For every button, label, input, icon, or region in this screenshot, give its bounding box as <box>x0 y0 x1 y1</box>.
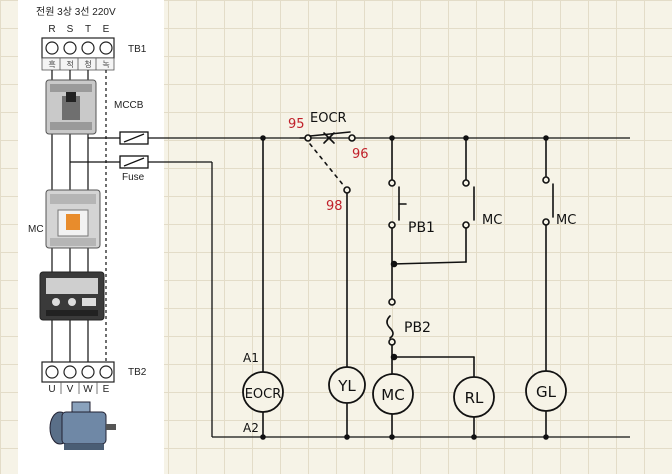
phase-labels: R S T E <box>48 24 109 35</box>
a1-label: A1 <box>243 351 259 365</box>
eocr-relay-image <box>39 271 105 321</box>
tb2-terminal-block <box>41 361 115 394</box>
contact-95-label: 95 <box>288 117 305 132</box>
tb1-label: TB1 <box>128 44 147 55</box>
yl-lamp-label: YL <box>337 377 356 395</box>
terminal-label-v: V <box>67 384 74 395</box>
mc-contact-label-1: MC <box>482 213 502 228</box>
yl-lamp <box>328 366 366 404</box>
wire-color-black: 흑 <box>48 59 55 69</box>
phase-label-r: R <box>48 24 55 35</box>
contact-98-label: 98 <box>326 199 343 214</box>
fuse-section <box>70 131 630 438</box>
terminal-label-u: U <box>48 384 55 395</box>
gl-lamp-label: GL <box>536 383 557 401</box>
tb1-terminal-block <box>41 37 115 71</box>
control-circuit <box>262 131 554 438</box>
mc-contact-label-2: MC <box>556 213 576 228</box>
eocr-coil <box>242 371 284 413</box>
mc-label: MC <box>28 224 44 235</box>
junction-dots <box>260 135 549 440</box>
gl-lamp <box>525 370 567 412</box>
load-symbols <box>242 366 567 418</box>
phase-label-t: T <box>85 24 91 35</box>
tb2-label: TB2 <box>128 367 147 378</box>
mc-coil <box>372 373 414 415</box>
pb1-label: PB1 <box>408 220 435 236</box>
phase-label-e: E <box>103 24 110 35</box>
mc-coil-label: MC <box>381 386 404 404</box>
wire-color-red: 적 <box>66 59 73 69</box>
mc-contactor-image <box>45 189 101 249</box>
fuse-label: Fuse <box>122 172 145 183</box>
eocr-contact-title: EOCR <box>310 111 347 126</box>
supply-title: 전원 3상 3선 220V <box>36 6 116 18</box>
wire-color-green: 녹 <box>102 60 109 69</box>
motor-image <box>49 401 116 450</box>
terminal-label-w: W <box>83 384 93 395</box>
eocr-coil-label: EOCR <box>245 387 282 402</box>
a2-label: A2 <box>243 421 259 435</box>
contact-96-label: 96 <box>352 147 369 162</box>
wire-color-blue: 청 <box>84 60 91 69</box>
pb2-label: PB2 <box>404 320 431 336</box>
rl-lamp <box>453 376 495 418</box>
mccb-breaker-image <box>45 79 97 135</box>
rl-lamp-label: RL <box>465 389 484 407</box>
terminal-label-e: E <box>103 384 110 395</box>
component-stack: 전원 3상 3선 220V R S T E 흑 적 청 <box>28 6 147 450</box>
mccb-label: MCCB <box>114 100 144 111</box>
phase-label-s: S <box>67 24 74 35</box>
